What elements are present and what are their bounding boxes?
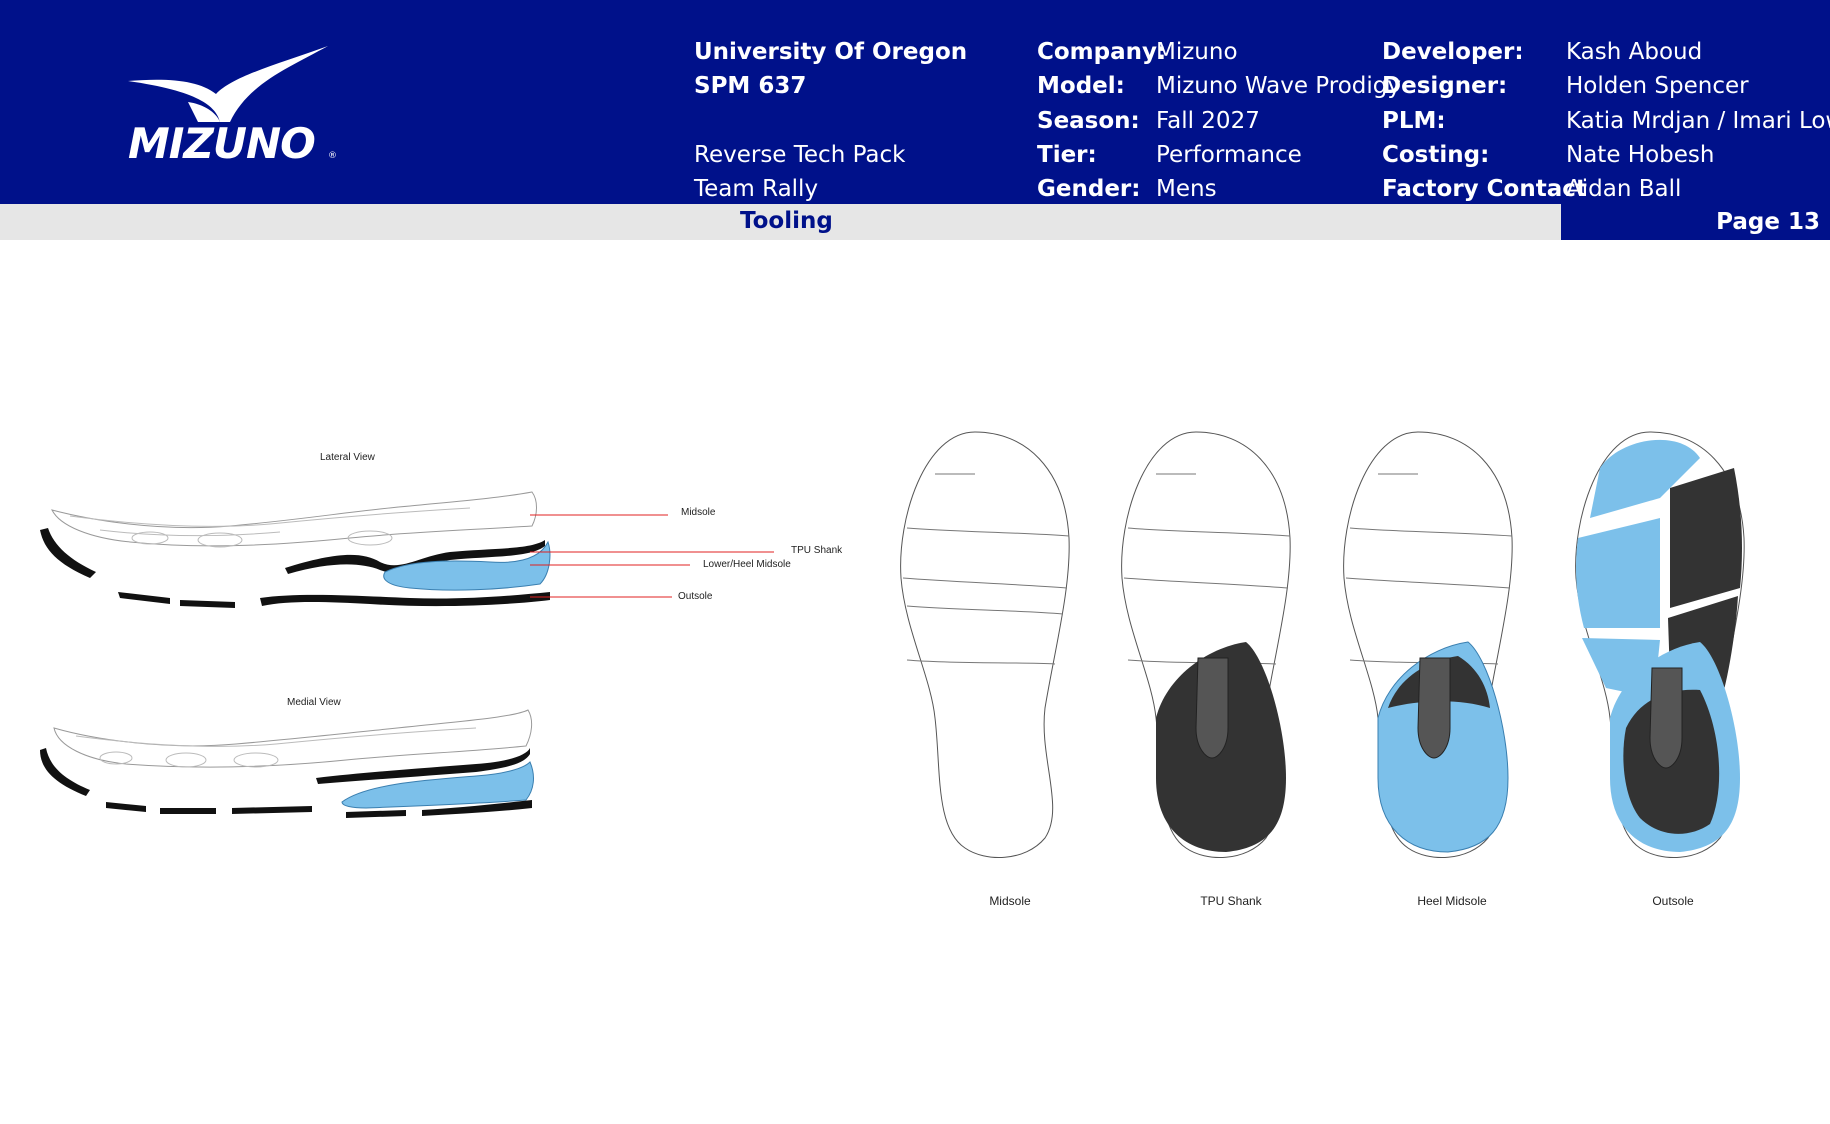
designer-value: Holden Spencer <box>1566 73 1749 99</box>
svg-text:MIZUNO: MIZUNO <box>128 119 315 168</box>
lateral-callout-lines <box>530 514 774 598</box>
header-banner: MIZUNO ® University Of Oregon SPM 637 Re… <box>0 0 1830 204</box>
medial-view-title: Medial View <box>287 697 341 708</box>
caption-heel-midsole: Heel Midsole <box>1417 894 1487 908</box>
developer-value: Kash Aboud <box>1566 39 1703 65</box>
team-name: Team Rally <box>694 176 819 202</box>
page-number: Page 13 <box>1716 209 1820 235</box>
callout-tpu-shank: TPU Shank <box>791 545 843 556</box>
school-name: University Of Oregon <box>694 39 968 65</box>
section-title: Tooling <box>740 208 833 234</box>
tpu-shank-bottom-view <box>1121 431 1291 858</box>
lateral-view-title: Lateral View <box>320 452 375 463</box>
caption-midsole: Midsole <box>989 894 1031 908</box>
medial-view-drawing <box>40 709 534 818</box>
caption-tpu-shank: TPU Shank <box>1200 894 1262 908</box>
callout-lower-heel-midsole: Lower/Heel Midsole <box>703 559 791 570</box>
gender-value: Mens <box>1156 176 1217 202</box>
runbird-logo-icon: MIZUNO ® <box>128 46 337 168</box>
svg-text:®: ® <box>328 151 337 161</box>
model-value: Mizuno Wave Prodigy <box>1156 73 1401 99</box>
gender-key: Gender: <box>1037 176 1141 202</box>
midsole-bottom-view <box>900 431 1070 858</box>
company-key: Company: <box>1037 39 1167 65</box>
course-code: SPM 637 <box>694 73 807 99</box>
factory-contact-value: Aidan Ball <box>1566 176 1682 202</box>
season-key: Season: <box>1037 108 1140 134</box>
callout-outsole: Outsole <box>678 591 713 602</box>
factory-contact-key: Factory Contact <box>1382 176 1587 202</box>
doc-type: Reverse Tech Pack <box>694 142 906 168</box>
developer-key: Developer: <box>1382 39 1524 65</box>
tier-value: Performance <box>1156 142 1302 168</box>
plm-key: PLM: <box>1382 108 1446 134</box>
mizuno-logo: MIZUNO ® <box>128 46 338 171</box>
tier-key: Tier: <box>1037 142 1097 168</box>
costing-key: Costing: <box>1382 142 1490 168</box>
model-key: Model: <box>1037 73 1125 99</box>
caption-outsole: Outsole <box>1652 894 1694 908</box>
season-value: Fall 2027 <box>1156 108 1260 134</box>
designer-key: Designer: <box>1382 73 1508 99</box>
section-bar: Tooling <box>0 204 1561 240</box>
costing-value: Nate Hobesh <box>1566 142 1715 168</box>
lateral-view-drawing <box>40 491 551 608</box>
page-number-box: Page 13 <box>1561 204 1830 240</box>
outsole-bottom-view <box>1575 431 1745 858</box>
plm-value: Katia Mrdjan / Imari Lowe <box>1566 108 1830 134</box>
company-value: Mizuno <box>1156 39 1238 65</box>
heel-midsole-bottom-view <box>1343 431 1513 858</box>
callout-midsole: Midsole <box>681 507 716 518</box>
